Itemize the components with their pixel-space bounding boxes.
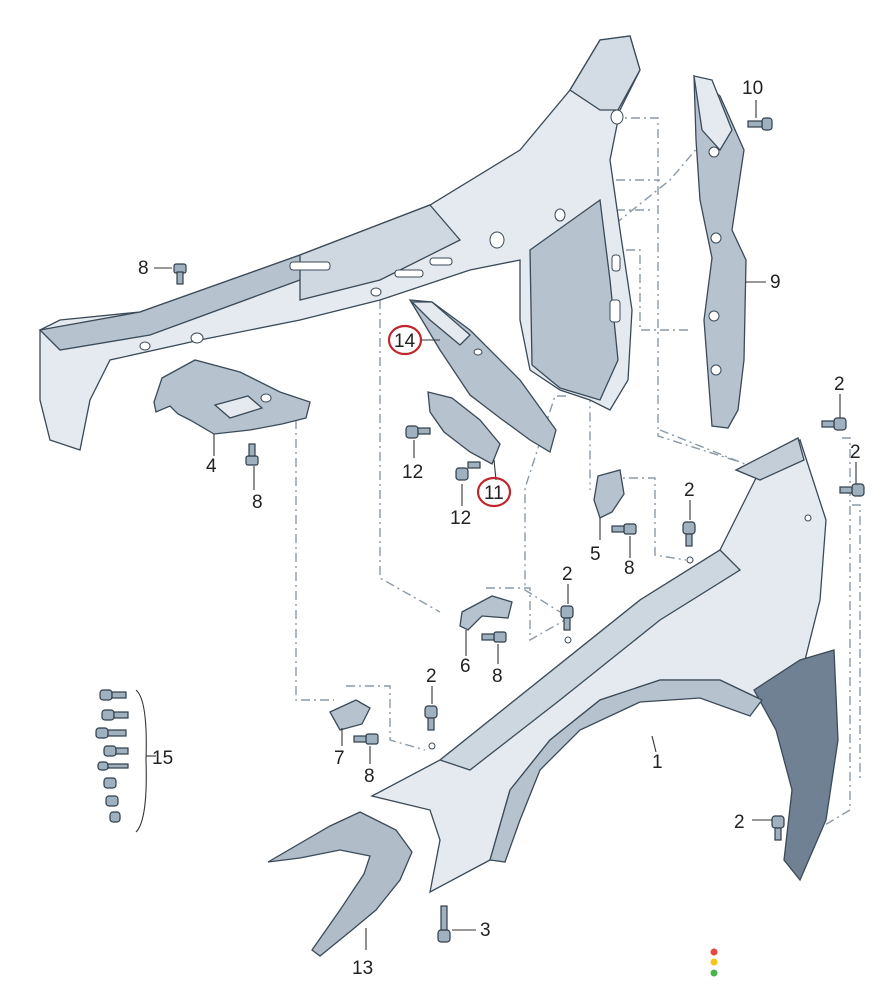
- callout-13: 13: [352, 958, 373, 979]
- callout-1: 1: [652, 752, 663, 773]
- status-dot-yellow: [710, 958, 718, 966]
- bracket-part-4: [153, 359, 311, 435]
- status-dot-red: [710, 948, 718, 956]
- status-indicator: [710, 948, 718, 977]
- callout-4: 4: [206, 456, 217, 477]
- callout-11-highlight: [476, 476, 512, 508]
- callout-10: 10: [742, 78, 763, 99]
- callout-12: 12: [402, 462, 423, 483]
- bracket-part-5: [593, 469, 625, 519]
- callout-3: 3: [480, 920, 491, 941]
- fastener-assortment-part-15-icon: [95, 689, 129, 823]
- callout-8: 8: [624, 558, 635, 579]
- callout-2: 2: [834, 374, 845, 395]
- callout-2: 2: [426, 666, 437, 687]
- callout-5: 5: [590, 544, 601, 565]
- support-bracket-part-11: [427, 391, 501, 465]
- callout-9: 9: [770, 272, 781, 293]
- callout-8: 8: [492, 666, 503, 687]
- bolt-part-8-icon: [173, 263, 187, 285]
- callout-8: 8: [252, 492, 263, 513]
- callout-labels: 8 4 8 9 10 14 11 12 12 5 8 6 8 7 8 1 2 2…: [138, 78, 861, 979]
- clip-part-10-icon: [747, 117, 773, 131]
- bolt-part-2-icon: [821, 417, 847, 431]
- leader-lines: [135, 100, 857, 950]
- bolt-part-8-icon: [611, 523, 637, 535]
- bracket-part-7: [329, 699, 371, 731]
- callout-14: 14: [394, 331, 416, 352]
- bolt-part-3-icon: [437, 905, 451, 943]
- callout-2: 2: [562, 564, 573, 585]
- callout-7: 7: [334, 748, 345, 769]
- bolt-part-2-icon: [560, 605, 574, 631]
- callout-8: 8: [364, 766, 375, 787]
- fasteners: [95, 117, 865, 943]
- bolt-part-12-icon: [405, 425, 431, 439]
- callout-8: 8: [138, 258, 149, 279]
- bolt-part-8-icon: [481, 631, 507, 643]
- callout-2: 2: [850, 442, 861, 463]
- callout-11: 11: [484, 483, 504, 504]
- body-frame: [38, 35, 641, 451]
- wheel-liner-part-13: [267, 811, 413, 957]
- front-fender-part-1: [370, 437, 839, 894]
- bolt-part-8-icon: [245, 443, 259, 466]
- bolt-part-8-icon: [353, 733, 379, 745]
- callout-6: 6: [460, 656, 471, 677]
- status-dot-green: [710, 969, 718, 977]
- highlight-rings: [387, 324, 512, 508]
- callout-2: 2: [734, 812, 745, 833]
- bolt-part-12-icon: [455, 461, 481, 481]
- callout-2: 2: [684, 480, 695, 501]
- bolt-part-2-icon: [682, 521, 696, 547]
- callout-14-highlight: [387, 324, 423, 356]
- bracket-part-6: [459, 595, 513, 631]
- bolt-part-2-icon: [839, 483, 865, 497]
- support-bracket-part-14: [408, 299, 557, 453]
- bolt-part-2-icon: [771, 815, 785, 841]
- seal-strip-part-9: [693, 74, 747, 429]
- callout-15: 15: [152, 748, 173, 769]
- callout-12: 12: [450, 508, 471, 529]
- bolt-part-2-icon: [424, 705, 438, 731]
